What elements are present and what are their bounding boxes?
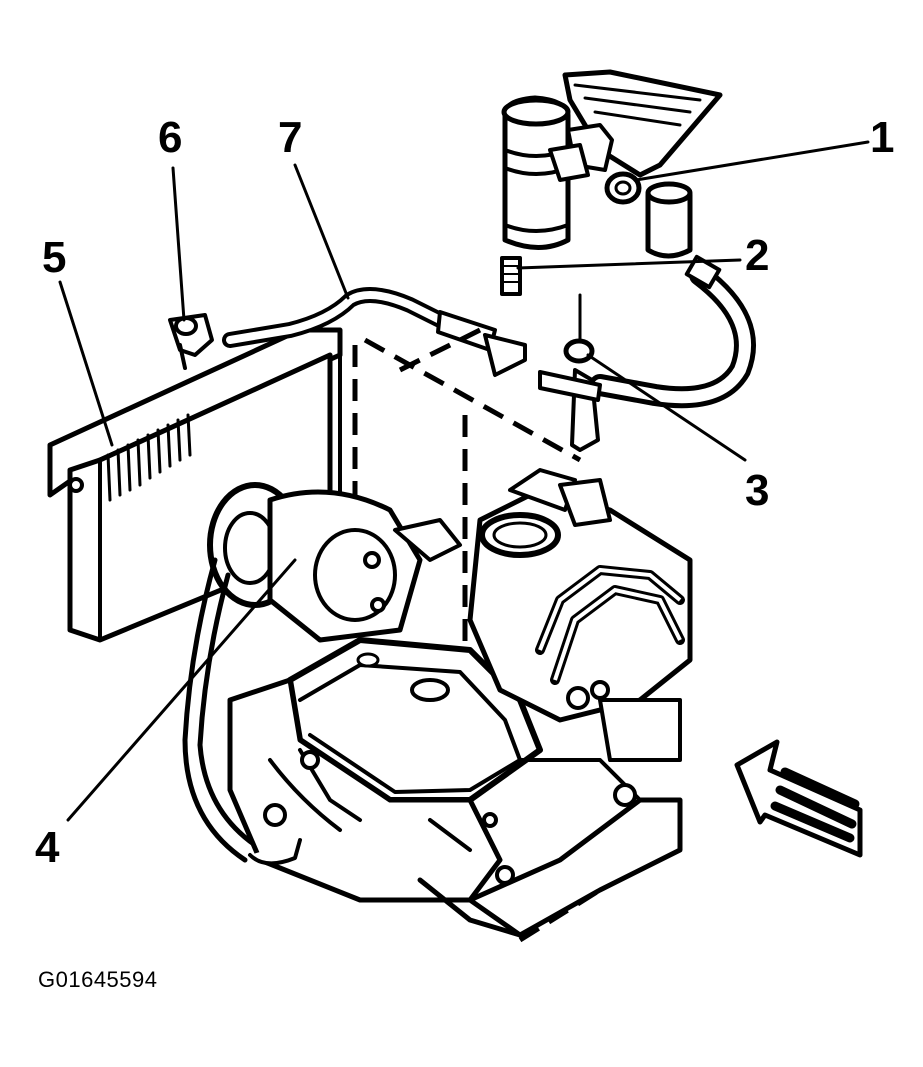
suction-hose	[589, 254, 756, 409]
leader-2	[516, 258, 742, 270]
callout-leaders	[58, 140, 870, 822]
callout-5: 5	[42, 233, 66, 282]
liquid-line	[168, 287, 602, 402]
engine	[182, 468, 693, 938]
bolt-item-2	[500, 256, 522, 296]
callout-6: 6	[158, 113, 182, 162]
accumulator-assembly	[501, 69, 723, 259]
leader-6	[171, 166, 186, 322]
callout-7: 7	[278, 113, 302, 162]
callout-3: 3	[745, 466, 769, 515]
leader-7	[293, 163, 350, 300]
figure-id: G01645594	[38, 967, 158, 992]
callout-numbers: 1 2 3 4 5 6 7	[35, 113, 894, 872]
leader-4	[66, 558, 297, 822]
leader-5	[58, 280, 114, 447]
callout-4: 4	[35, 823, 60, 872]
nut-item-3	[563, 293, 600, 452]
leader-1	[634, 140, 870, 182]
leader-3	[586, 353, 747, 462]
callout-2: 2	[745, 231, 769, 280]
view-direction-arrow	[734, 739, 863, 858]
callout-1: 1	[870, 113, 894, 162]
